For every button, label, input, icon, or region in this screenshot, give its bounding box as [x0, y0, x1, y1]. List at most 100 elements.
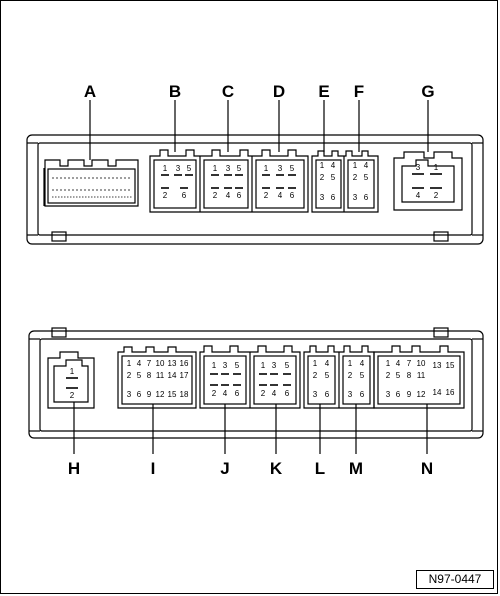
svg-text:6: 6	[325, 390, 330, 399]
svg-text:11: 11	[156, 371, 165, 380]
svg-text:6: 6	[290, 191, 295, 200]
svg-text:4: 4	[364, 161, 369, 170]
svg-text:1: 1	[434, 163, 439, 172]
svg-text:3: 3	[127, 390, 132, 399]
svg-text:6: 6	[364, 193, 369, 202]
svg-text:12: 12	[417, 390, 426, 399]
svg-text:6: 6	[331, 193, 336, 202]
connector-bcd	[149, 149, 309, 213]
svg-text:2: 2	[320, 173, 325, 182]
svg-text:1: 1	[353, 161, 358, 170]
pins-m: 1 4 2 5 3 6	[348, 359, 365, 399]
top-leader-lines	[89, 100, 429, 160]
svg-text:18: 18	[180, 390, 189, 399]
label-a: A	[84, 82, 96, 101]
pins-k: 1 3 5 2 4 6	[261, 361, 290, 398]
svg-text:1: 1	[261, 361, 266, 370]
svg-text:5: 5	[325, 371, 330, 380]
label-i: I	[151, 459, 156, 478]
svg-text:17: 17	[180, 371, 189, 380]
svg-text:7: 7	[407, 359, 412, 368]
svg-text:10: 10	[417, 359, 426, 368]
svg-text:14: 14	[168, 371, 177, 380]
svg-text:1: 1	[320, 161, 325, 170]
svg-text:3: 3	[223, 361, 228, 370]
svg-text:1: 1	[163, 164, 168, 173]
label-j: J	[220, 459, 229, 478]
svg-text:2: 2	[264, 191, 269, 200]
svg-text:7: 7	[147, 359, 152, 368]
svg-text:6: 6	[360, 390, 365, 399]
svg-text:1: 1	[313, 359, 318, 368]
svg-text:8: 8	[407, 371, 412, 380]
pin-marks-bcd	[161, 174, 296, 189]
svg-text:3: 3	[313, 390, 318, 399]
label-m: M	[349, 459, 363, 478]
connector-lm	[303, 345, 375, 409]
svg-text:3: 3	[278, 164, 283, 173]
svg-text:5: 5	[187, 164, 192, 173]
pins-f: 1 4 2 5 3 6	[353, 161, 369, 202]
svg-text:12: 12	[156, 390, 165, 399]
svg-text:6: 6	[285, 389, 290, 398]
svg-text:14: 14	[433, 388, 442, 397]
svg-text:4: 4	[226, 191, 231, 200]
svg-text:4: 4	[278, 191, 283, 200]
svg-text:3: 3	[353, 193, 358, 202]
svg-text:6: 6	[237, 191, 242, 200]
svg-text:2: 2	[127, 371, 132, 380]
svg-text:1: 1	[127, 359, 132, 368]
svg-text:3: 3	[416, 163, 421, 172]
connector-i	[117, 346, 197, 409]
pins-e: 1 4 2 5 3 6	[320, 161, 336, 202]
svg-text:5: 5	[364, 173, 369, 182]
svg-text:3: 3	[386, 390, 391, 399]
label-n: N	[421, 459, 433, 478]
svg-text:1: 1	[264, 164, 269, 173]
svg-text:3: 3	[348, 390, 353, 399]
svg-text:16: 16	[180, 359, 189, 368]
svg-text:4: 4	[396, 359, 401, 368]
svg-text:4: 4	[325, 359, 330, 368]
pins-n: 1 4 7 10 13 15 2 5 8 11 3 6 9 12 14 16	[386, 359, 455, 399]
svg-text:16: 16	[446, 388, 455, 397]
svg-text:5: 5	[285, 361, 290, 370]
svg-text:4: 4	[223, 389, 228, 398]
svg-text:1: 1	[386, 359, 391, 368]
bottom-housing	[28, 327, 484, 439]
svg-text:2: 2	[353, 173, 358, 182]
svg-text:6: 6	[396, 390, 401, 399]
label-k: K	[270, 459, 283, 478]
label-d: D	[273, 82, 285, 101]
pins-a-detail	[52, 177, 132, 198]
svg-text:1: 1	[70, 367, 75, 376]
svg-text:3: 3	[226, 164, 231, 173]
svg-text:4: 4	[137, 359, 142, 368]
svg-text:2: 2	[163, 191, 168, 200]
svg-text:2: 2	[212, 389, 217, 398]
connector-n	[373, 345, 465, 409]
connector-g	[393, 151, 463, 211]
pins-c: 1 3 5 2 4 6	[213, 164, 242, 200]
pins-g: 3 1 4 2	[416, 163, 439, 200]
svg-text:6: 6	[137, 390, 142, 399]
svg-text:6: 6	[182, 191, 187, 200]
svg-text:13: 13	[168, 359, 177, 368]
pins-i: 1 4 7 10 13 16 2 5 8 11 14 17 3 6 9 12 1…	[127, 359, 189, 399]
svg-text:4: 4	[272, 389, 277, 398]
svg-text:5: 5	[360, 371, 365, 380]
pins-d: 1 3 5 2 4 6	[264, 164, 295, 200]
pins-j: 1 3 5 2 4 6	[212, 361, 240, 398]
label-h: H	[68, 459, 80, 478]
pins-h: 1 2	[70, 367, 75, 400]
pins-b: 1 3 5 2 6	[163, 164, 192, 200]
svg-text:5: 5	[137, 371, 142, 380]
label-g: G	[421, 82, 434, 101]
svg-text:2: 2	[348, 371, 353, 380]
pin-marks-h	[66, 377, 78, 389]
svg-text:4: 4	[416, 191, 421, 200]
svg-text:2: 2	[261, 389, 266, 398]
label-e: E	[318, 82, 329, 101]
